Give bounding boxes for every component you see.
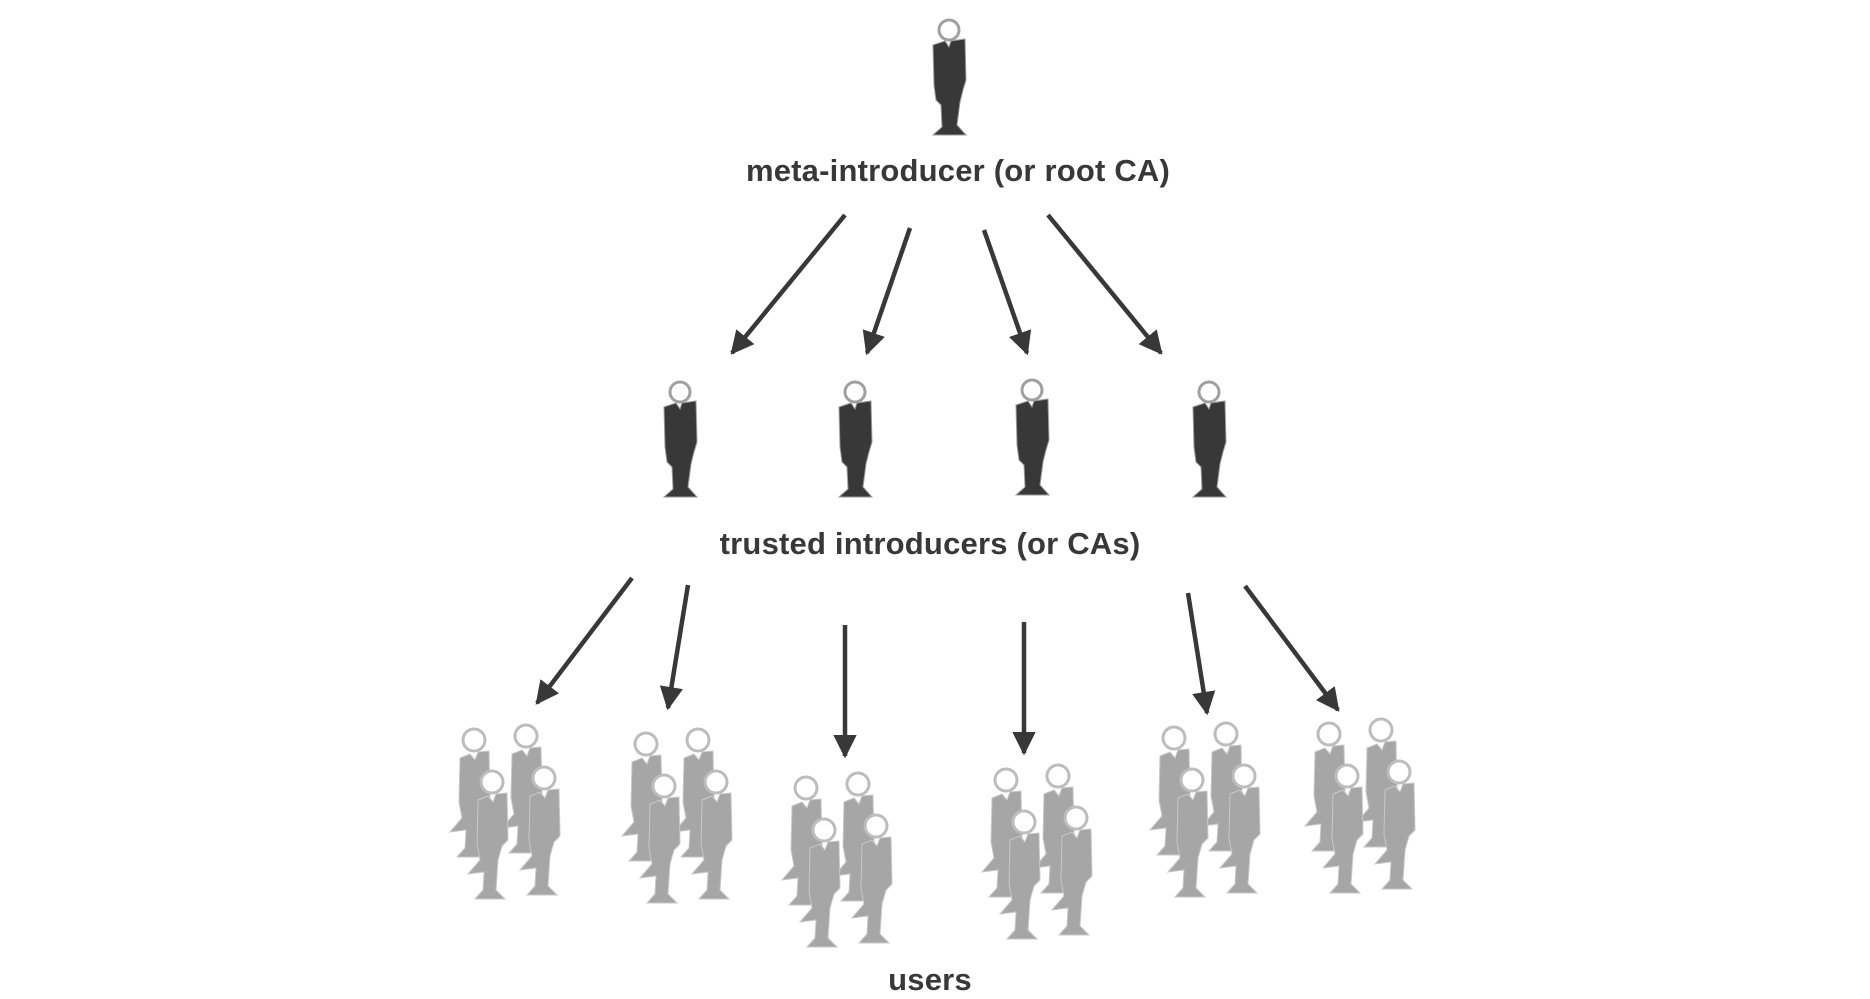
- arrow-ca-to-users-5: [1185, 592, 1216, 716]
- root-arrows: [730, 213, 1163, 356]
- root-ca-label: meta-introducer (or root CA): [745, 153, 1171, 188]
- person-icon: [931, 18, 968, 137]
- arrow-root-to-ca-3: [981, 229, 1032, 356]
- arrow-root-to-ca-2: [862, 227, 913, 356]
- users-group-icon-4: [982, 765, 1092, 939]
- users-group-icon-5: [1150, 723, 1260, 897]
- ca-person-icon-4: [1191, 380, 1228, 499]
- trusted-introducers-label: trusted introducers (or CAs): [719, 526, 1141, 561]
- user-groups: [450, 719, 1415, 947]
- ca-person-icon-3: [1014, 378, 1051, 497]
- ca-arrows: [535, 576, 1340, 759]
- arrow-ca-to-users-1: [535, 576, 634, 705]
- users-label: users: [888, 962, 972, 997]
- users-group-icon-1: [450, 725, 560, 899]
- ca-person-icon-1: [662, 380, 699, 499]
- users-group-icon-3: [782, 773, 892, 947]
- arrow-ca-to-users-6: [1243, 584, 1340, 712]
- trusted-introducer-nodes: [662, 378, 1228, 499]
- arrow-ca-to-users-2: [659, 584, 691, 711]
- root-ca-node: [931, 18, 968, 137]
- arrow-root-to-ca-4: [1046, 213, 1163, 355]
- arrow-root-to-ca-1: [730, 213, 847, 355]
- ca-person-icon-2: [837, 380, 874, 499]
- users-group-icon-6: [1305, 719, 1415, 893]
- users-group-icon-2: [622, 729, 732, 903]
